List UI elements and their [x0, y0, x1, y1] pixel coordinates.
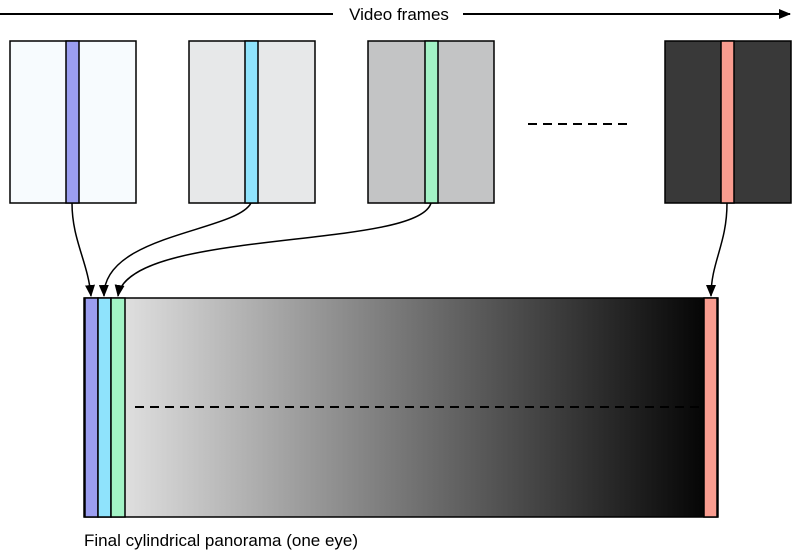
video-frame-last: [664, 40, 792, 204]
panorama-strip-2: [97, 297, 112, 518]
mapping-arrow-3: [114, 202, 432, 297]
frame-2-strip: [244, 40, 259, 204]
video-frame-2: [188, 40, 316, 204]
video-frame-1: [9, 40, 137, 204]
panorama-strip-3: [110, 297, 126, 518]
video-frames-label: Video frames: [349, 5, 449, 24]
video-frame-3: [367, 40, 495, 204]
frame-3-strip: [424, 40, 439, 204]
mapping-arrow-1: [71, 202, 96, 297]
panorama-gradient: [83, 297, 719, 518]
panorama-strip-1: [84, 297, 99, 518]
frame-last-strip: [720, 40, 735, 204]
panorama-strip-last: [703, 297, 718, 518]
mapping-arrow-2: [98, 202, 252, 297]
panorama-caption: Final cylindrical panorama (one eye): [84, 531, 358, 550]
panorama: [83, 297, 719, 518]
frame-1-strip: [65, 40, 80, 204]
mapping-arrow-last: [706, 202, 728, 297]
